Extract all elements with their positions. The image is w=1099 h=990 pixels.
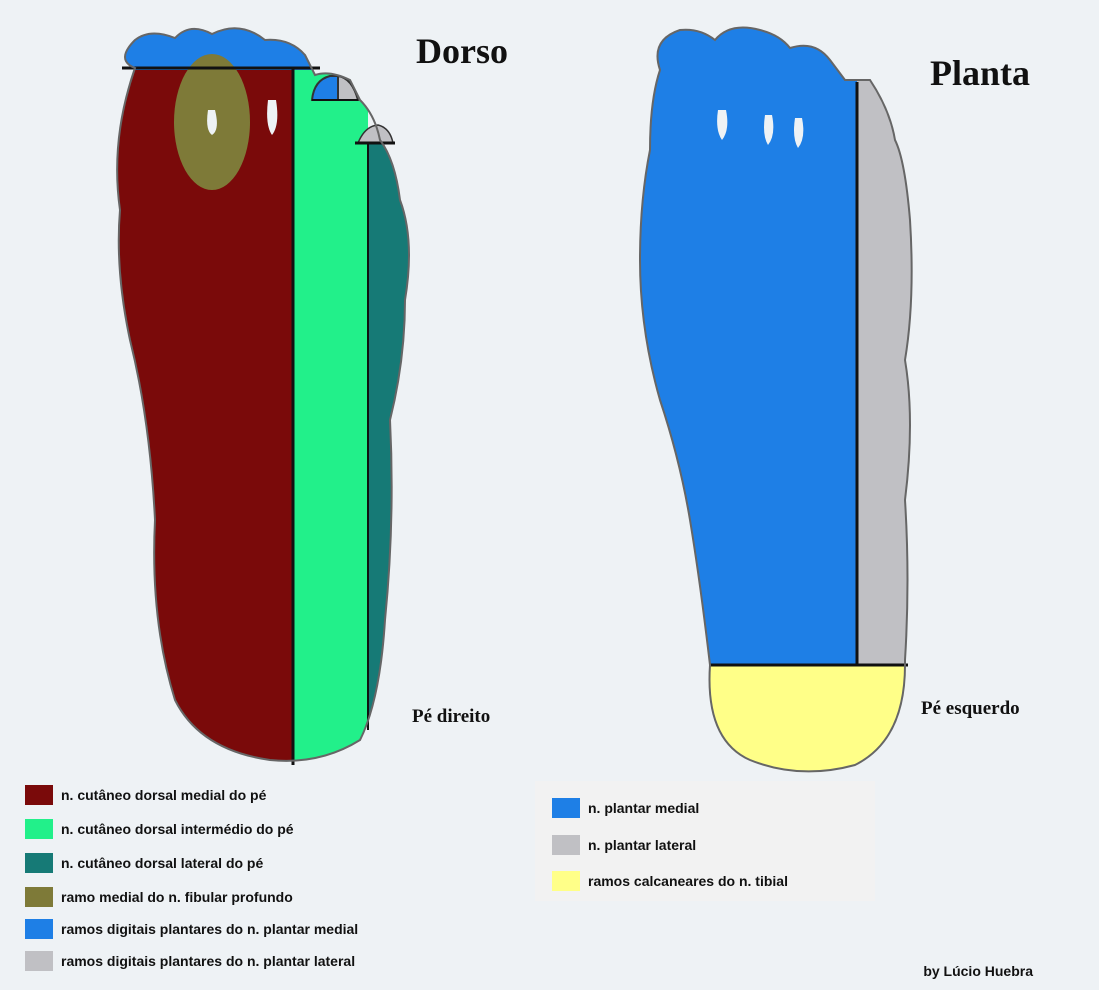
credit: by Lúcio Huebra xyxy=(923,963,1033,979)
legend-label: n. plantar lateral xyxy=(588,837,696,853)
swatch-digitais-medial xyxy=(25,919,53,939)
legend-item: ramos calcaneares do n. tibial xyxy=(552,871,788,891)
legend-label: n. cutâneo dorsal lateral do pé xyxy=(61,855,263,871)
legend-item: ramos digitais plantares do n. plantar l… xyxy=(25,951,355,971)
title-dorso: Dorso xyxy=(416,30,508,72)
swatch-calcaneares xyxy=(552,871,580,891)
label-pe-esquerdo: Pé esquerdo xyxy=(921,698,1020,720)
legend-item: ramo medial do n. fibular profundo xyxy=(25,887,293,907)
legend-item: ramos digitais plantares do n. plantar m… xyxy=(25,919,358,939)
legend-label: n. cutâneo dorsal intermédio do pé xyxy=(61,821,294,837)
swatch-digitais-lateral xyxy=(25,951,53,971)
legend-label: ramos calcaneares do n. tibial xyxy=(588,873,788,889)
swatch-dorsal-lateral xyxy=(25,853,53,873)
swatch-plantar-medial xyxy=(552,798,580,818)
legend-label: ramos digitais plantares do n. plantar m… xyxy=(61,921,358,937)
legend-item: n. plantar medial xyxy=(552,798,699,818)
legend-item: n. plantar lateral xyxy=(552,835,696,855)
legend-label: n. cutâneo dorsal medial do pé xyxy=(61,787,266,803)
planta-foot xyxy=(630,20,930,795)
swatch-fibular-profundo xyxy=(25,887,53,907)
swatch-dorsal-medial xyxy=(25,785,53,805)
legend-label: ramo medial do n. fibular profundo xyxy=(61,889,293,905)
swatch-plantar-lateral xyxy=(552,835,580,855)
title-planta: Planta xyxy=(930,52,1030,94)
label-pe-direito: Pé direito xyxy=(412,706,490,728)
legend-item: n. cutâneo dorsal intermédio do pé xyxy=(25,819,294,839)
legend-item: n. cutâneo dorsal medial do pé xyxy=(25,785,266,805)
legend-item: n. cutâneo dorsal lateral do pé xyxy=(25,853,263,873)
legend-label: n. plantar medial xyxy=(588,800,699,816)
legend-label: ramos digitais plantares do n. plantar l… xyxy=(61,953,355,969)
swatch-dorsal-intermedio xyxy=(25,819,53,839)
